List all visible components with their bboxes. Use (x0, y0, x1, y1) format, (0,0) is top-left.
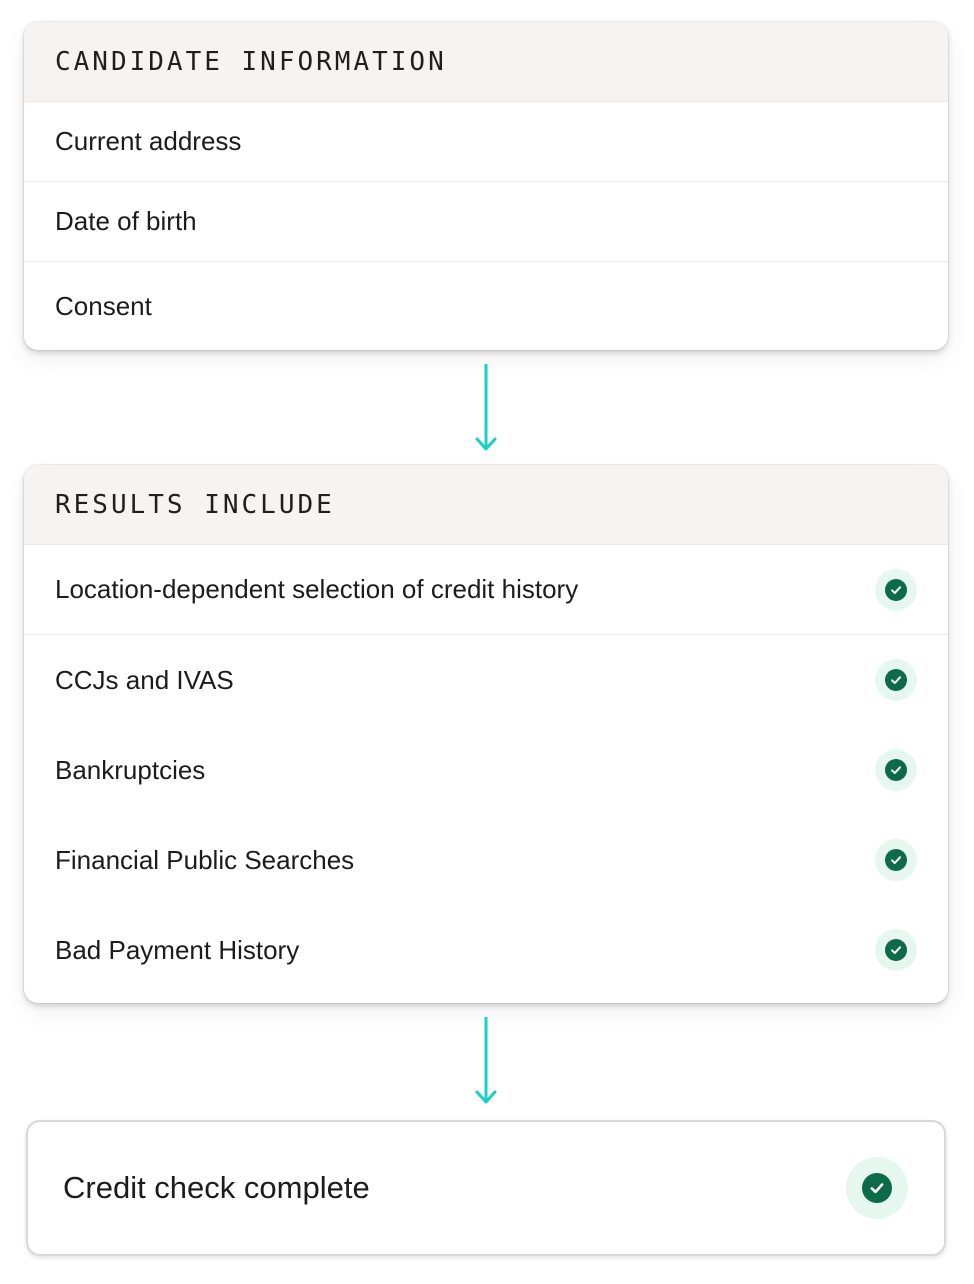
list-item-bankruptcies: Bankruptcies (24, 725, 948, 815)
check-circle-icon (875, 929, 917, 971)
item-label: Consent (55, 290, 152, 321)
item-label: Current address (55, 126, 242, 156)
results-include-header: RESULTS INCLUDE (24, 465, 948, 545)
check-circle-icon (846, 1157, 908, 1219)
item-label: Bankruptcies (55, 754, 206, 785)
check-circle-icon (875, 659, 917, 701)
arrow-down-icon (475, 1017, 497, 1104)
list-item-ccjs-ivas: CCJs and IVAS (24, 635, 948, 725)
list-item-credit-history: Location-dependent selection of credit h… (24, 545, 948, 635)
arrow-down-icon (475, 364, 497, 451)
credit-check-complete-card: Credit check complete (26, 1120, 946, 1256)
candidate-information-card: CANDIDATE INFORMATION Current address Da… (24, 22, 948, 350)
check-circle-icon (875, 749, 917, 791)
item-label: Financial Public Searches (55, 844, 355, 875)
list-item-current-address: Current address (24, 102, 948, 182)
list-item-bad-payment-history: Bad Payment History (24, 905, 948, 995)
item-label: CCJs and IVAS (55, 664, 234, 695)
item-label: Bad Payment History (55, 934, 300, 965)
check-circle-icon (875, 568, 917, 611)
check-circle-icon (875, 839, 917, 881)
list-item-date-of-birth: Date of birth (24, 182, 948, 262)
item-label: Location-dependent selection of credit h… (55, 574, 579, 604)
item-label: Date of birth (55, 206, 197, 236)
list-item-consent: Consent (24, 262, 948, 350)
list-item-financial-public-searches: Financial Public Searches (24, 815, 948, 905)
candidate-information-title: CANDIDATE INFORMATION (55, 46, 447, 77)
candidate-information-header: CANDIDATE INFORMATION (24, 22, 948, 102)
credit-check-complete-label: Credit check complete (63, 1170, 370, 1205)
results-include-card: RESULTS INCLUDE Location-dependent selec… (24, 465, 948, 1003)
results-include-title: RESULTS INCLUDE (55, 489, 335, 520)
